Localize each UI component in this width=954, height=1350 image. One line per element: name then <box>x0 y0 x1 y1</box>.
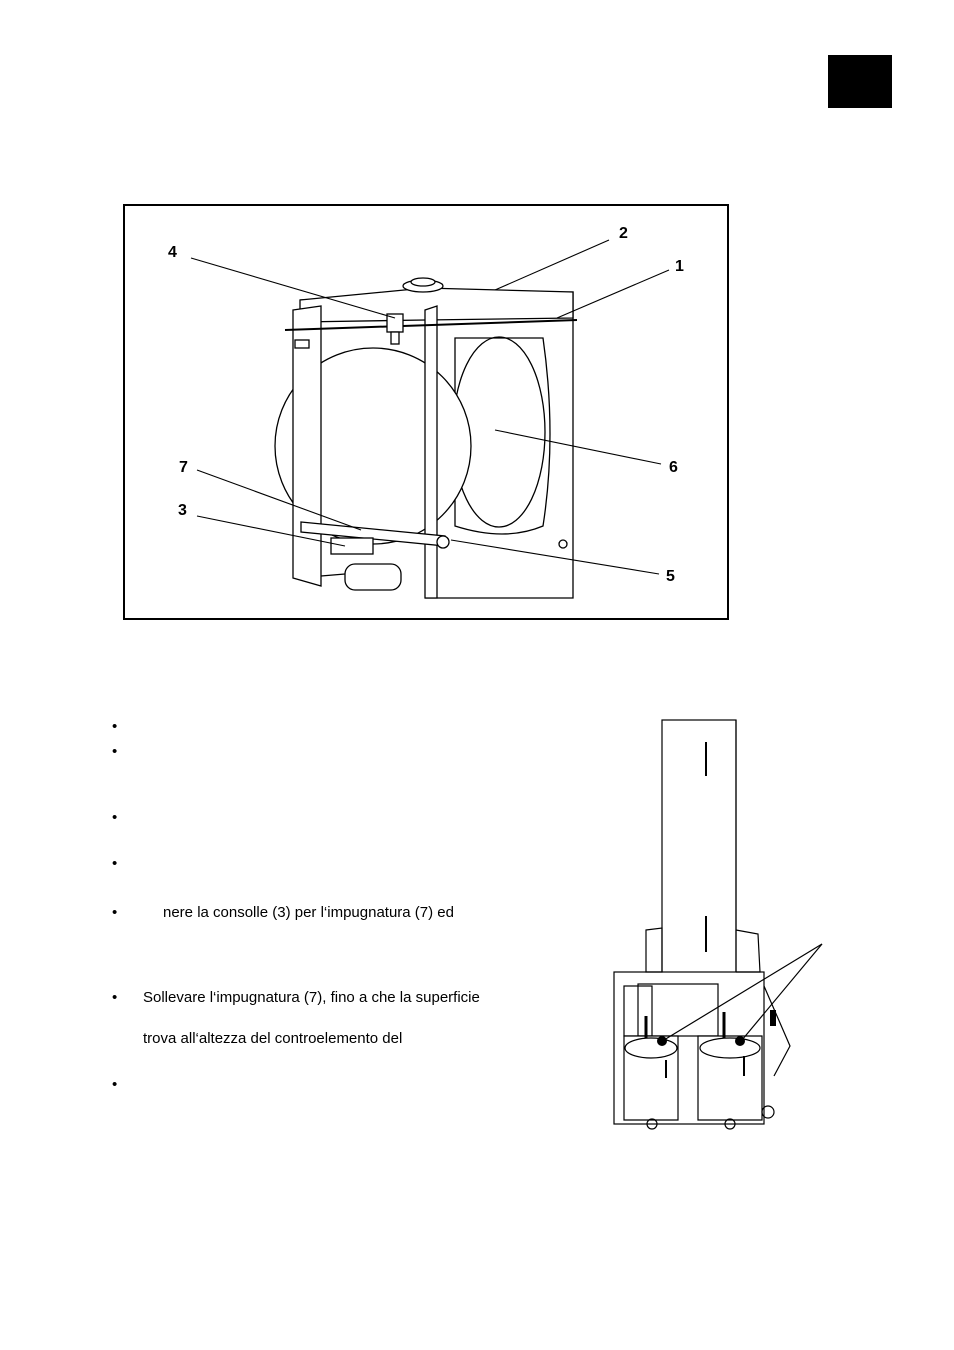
machine-side-drawing <box>613 719 823 1130</box>
machine-side-figure <box>612 716 842 1136</box>
bullet-glyph: • <box>112 743 118 760</box>
leader-line-4 <box>190 257 396 319</box>
leader-line-3 <box>196 515 346 547</box>
leader-line-7 <box>196 469 362 531</box>
leader-line-1 <box>556 269 670 319</box>
pointer-arrow-right <box>741 943 823 1041</box>
bullet-glyph: • <box>112 904 118 921</box>
list-item-text: Sollevare l‘impugnatura (7), fino a che … <box>143 989 480 1006</box>
bullet-glyph: • <box>112 718 118 735</box>
bullet-glyph: • <box>112 809 118 826</box>
leader-line-6 <box>494 429 662 465</box>
callout-5: 5 <box>666 568 675 585</box>
callout-2: 2 <box>619 225 628 242</box>
callout-1: 1 <box>675 258 684 275</box>
callout-4: 4 <box>168 244 177 261</box>
tank-assembly-figure: 4 2 1 6 7 3 5 <box>123 204 729 620</box>
leader-line-2 <box>494 239 610 291</box>
pointer-arrow-left <box>663 943 823 1041</box>
bullet-glyph: • <box>112 1076 118 1093</box>
list-item-continuation: trova all‘altezza del controelemento del <box>143 1030 403 1047</box>
callout-7: 7 <box>179 459 188 476</box>
list-item-text: nere la consolle (3) per l‘impugnatura (… <box>163 904 454 921</box>
callout-3: 3 <box>178 502 187 519</box>
bullet-glyph: • <box>112 855 118 872</box>
leader-line-5 <box>450 539 660 575</box>
callout-6: 6 <box>669 459 678 476</box>
bullet-glyph: • <box>112 989 118 1006</box>
section-tab-marker <box>828 55 892 108</box>
tank-assembly-drawing <box>190 239 670 599</box>
